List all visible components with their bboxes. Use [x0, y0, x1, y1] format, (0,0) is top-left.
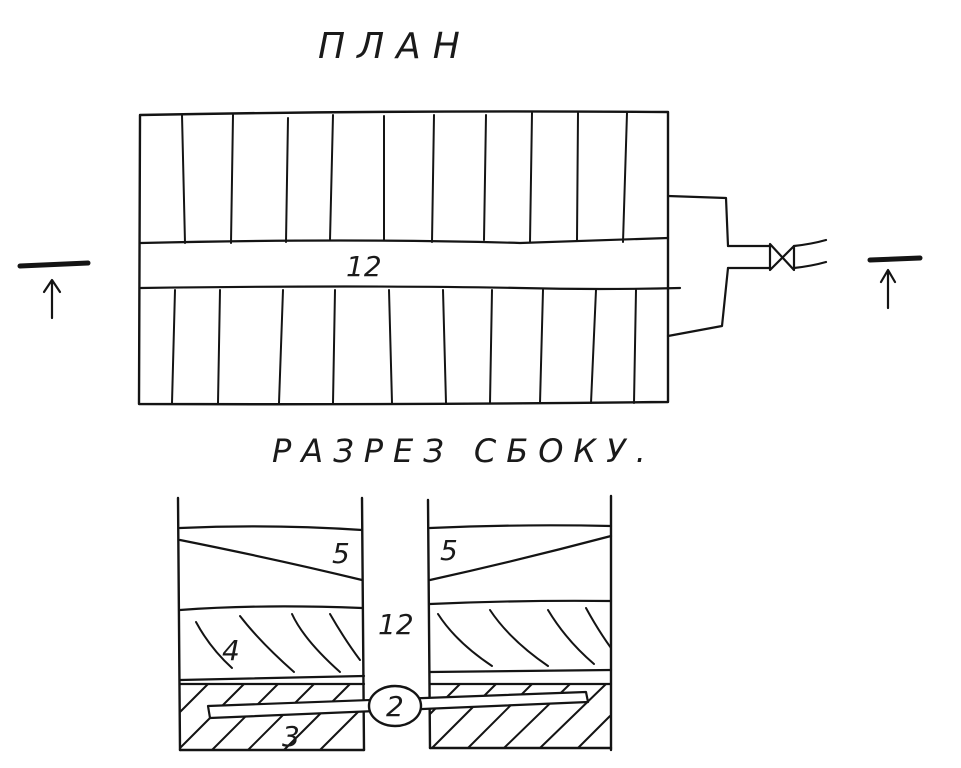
- plan-bottom-slats: [171, 289, 637, 404]
- layer4-top-left: [178, 605, 364, 612]
- section-view: 5 5 12 4 2 3: [176, 494, 613, 753]
- section-bottom-line: [178, 746, 613, 752]
- label-layer4: 4: [222, 634, 240, 667]
- valve-icon: [768, 242, 796, 272]
- section-channel-right-wall: [426, 498, 432, 750]
- layer4-hatching: [195, 607, 612, 673]
- plan-side-box: [666, 194, 730, 338]
- layer4-bottom: [178, 668, 613, 682]
- label-pipe: 2: [386, 690, 404, 723]
- plan-outlet-pipe: [726, 244, 772, 270]
- plan-top-slats: [181, 112, 628, 244]
- label-layer5-left: 5: [332, 537, 350, 570]
- plan-outline: [137, 110, 670, 406]
- section-title: РАЗРЕЗ СБОКУ.: [272, 432, 656, 470]
- plan-channel-bottom-line: [139, 285, 682, 291]
- section-marker-right: [867, 255, 923, 310]
- plan-channel-label: 12: [346, 250, 382, 283]
- plan-channel-top-line: [139, 236, 670, 245]
- plan-outlet-pipe-end: [792, 238, 828, 270]
- layer4-top-right: [428, 599, 613, 606]
- section-marker-left: [17, 260, 91, 320]
- section-left-wall: [176, 496, 182, 752]
- plan-title: ПЛАН: [318, 26, 472, 67]
- layer5-top-left: [178, 525, 364, 532]
- layer5-bottom-left: [178, 538, 364, 582]
- plan-view: 12: [137, 110, 828, 406]
- layer5-top-right: [428, 524, 613, 530]
- layer5-bottom-right: [428, 534, 613, 582]
- label-layer5-right: 5: [440, 534, 458, 567]
- label-channel: 12: [378, 608, 414, 641]
- pipe-node: [367, 684, 423, 728]
- label-layer3: 3: [282, 720, 300, 753]
